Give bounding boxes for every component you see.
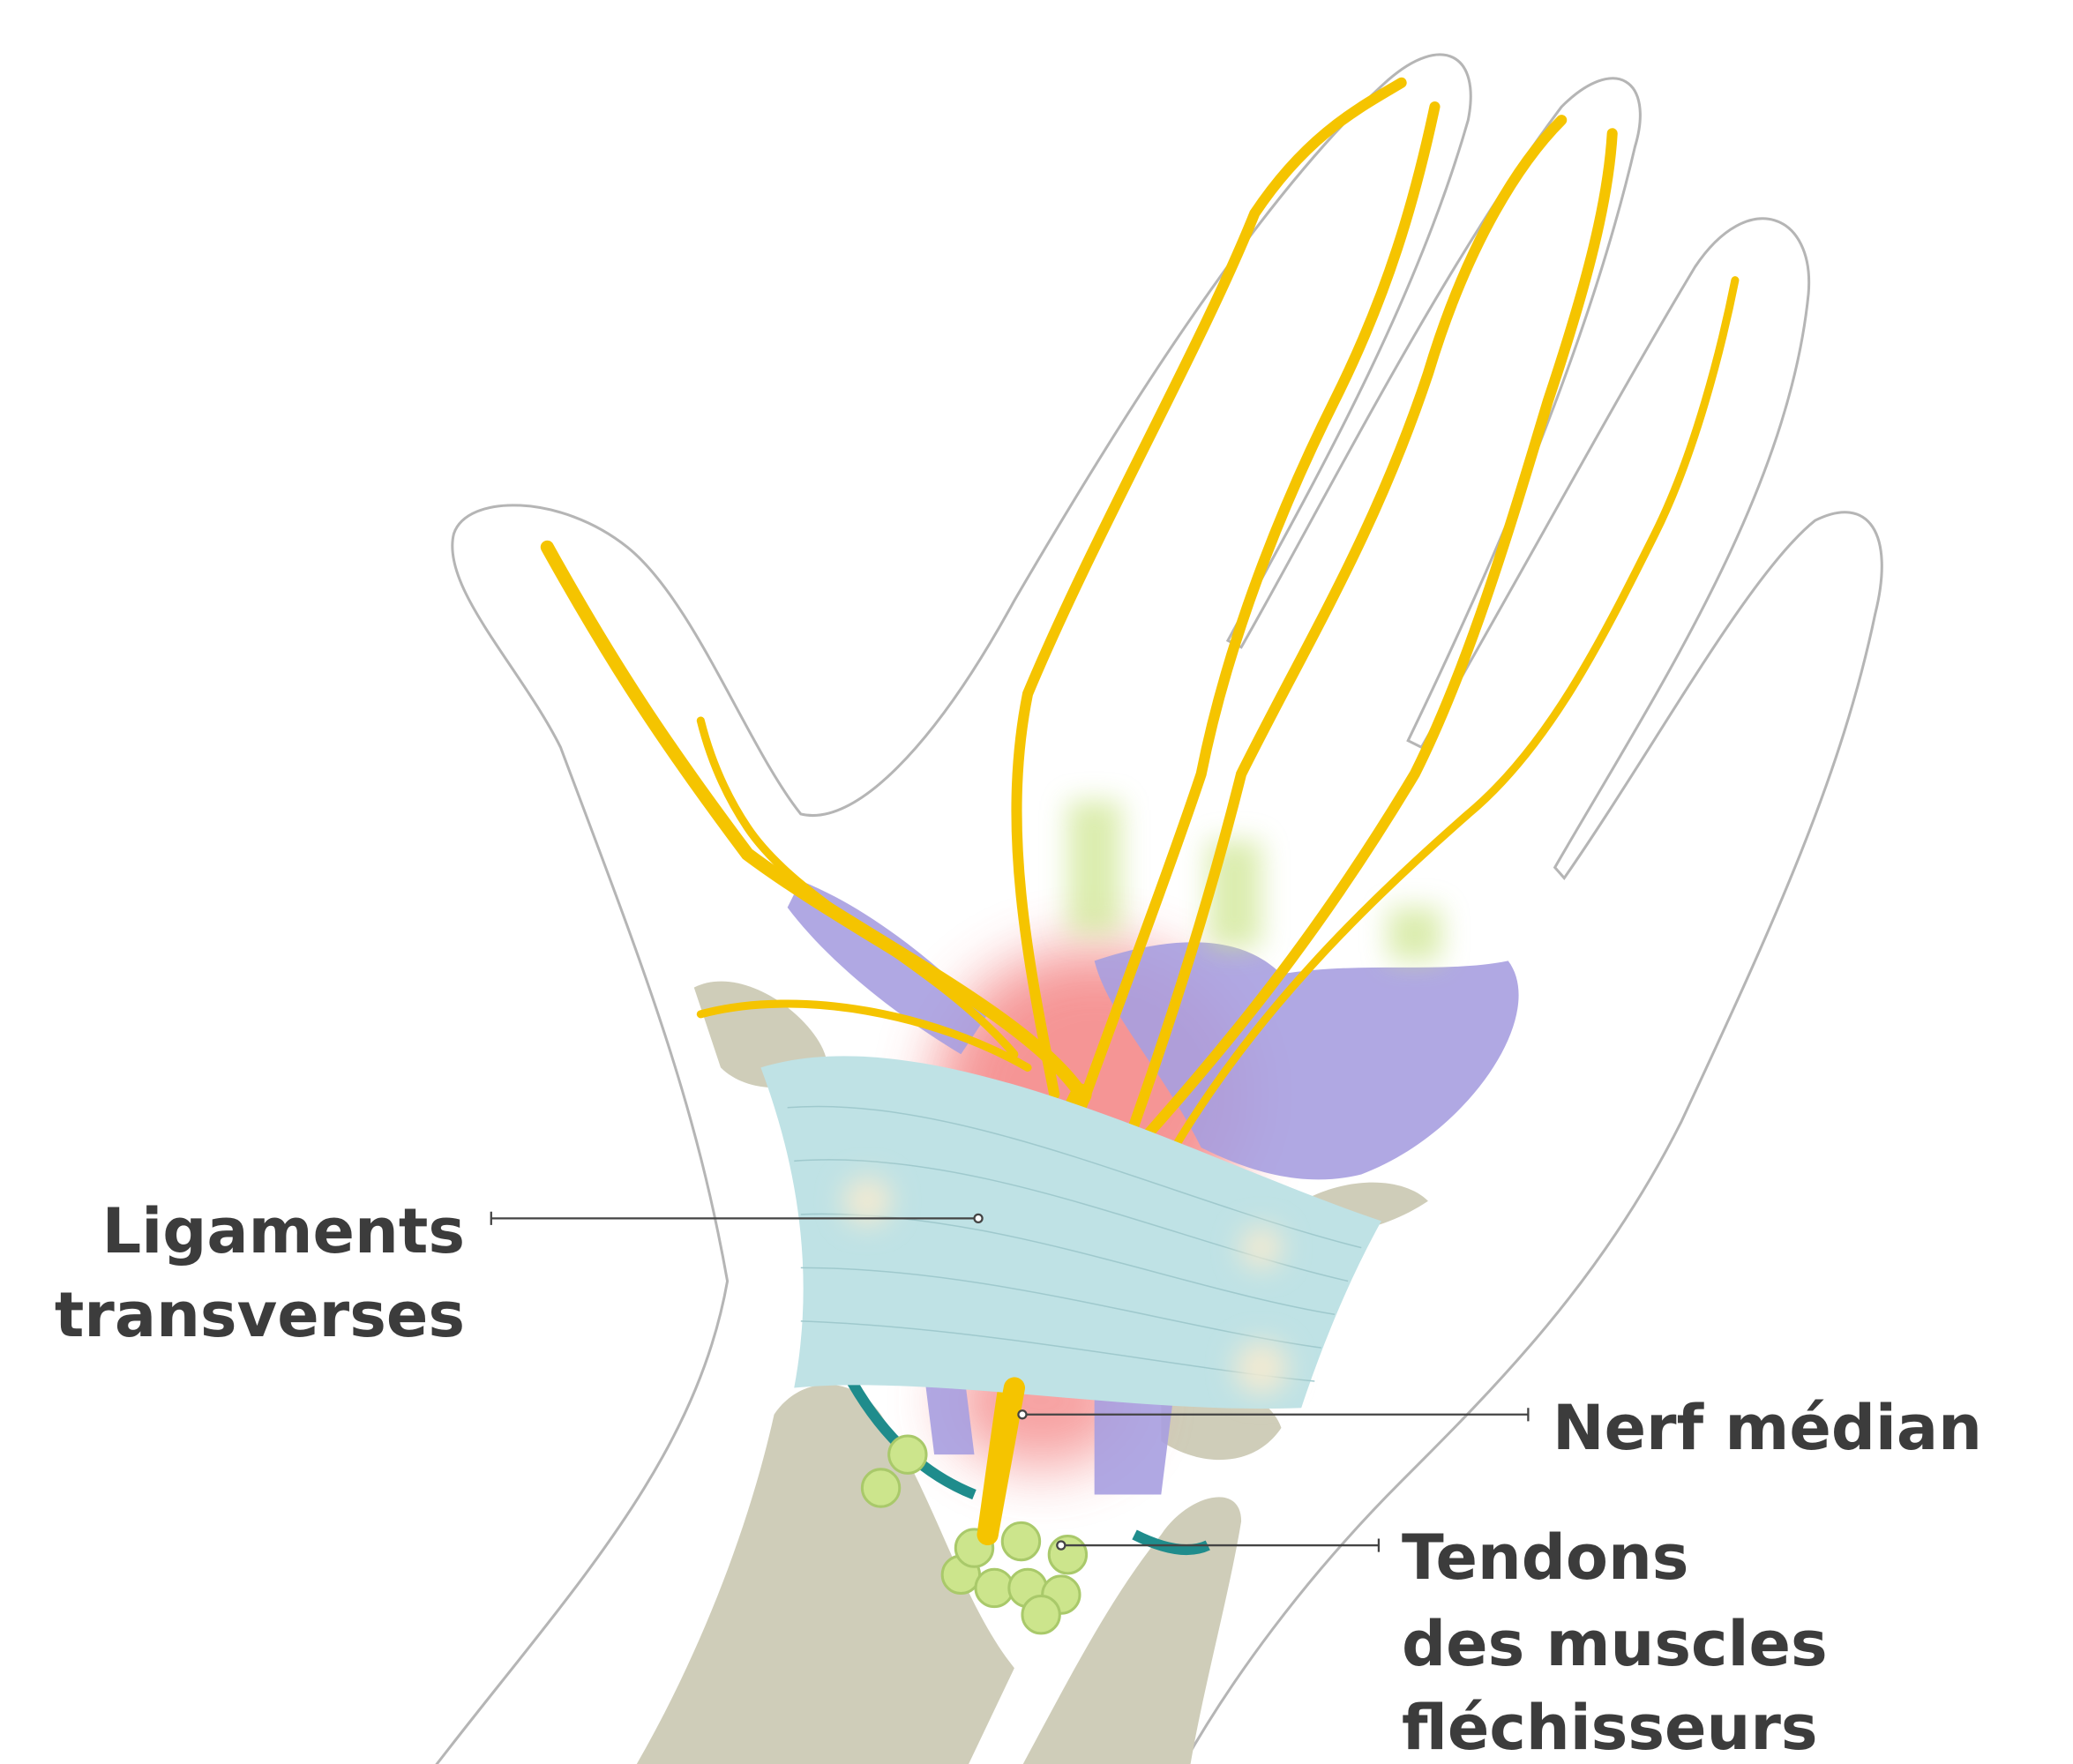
label-tendons-line3: fléchisseurs — [1402, 1692, 1818, 1764]
label-nerve: Nerf médian — [1553, 1392, 1982, 1464]
label-tendons-line1: Tendons — [1402, 1521, 1688, 1594]
leader-lines — [490, 1211, 1530, 1552]
label-ligaments-line1: Ligaments — [102, 1195, 465, 1267]
label-ligaments-line2: transverses — [55, 1279, 465, 1351]
muscles — [787, 880, 1519, 1495]
label-tendons-line2: des muscles — [1402, 1608, 1828, 1680]
carpal-bone-highlights — [843, 1177, 1289, 1395]
hand-outline — [435, 53, 1883, 1764]
transverse-ligament — [760, 1056, 1381, 1409]
